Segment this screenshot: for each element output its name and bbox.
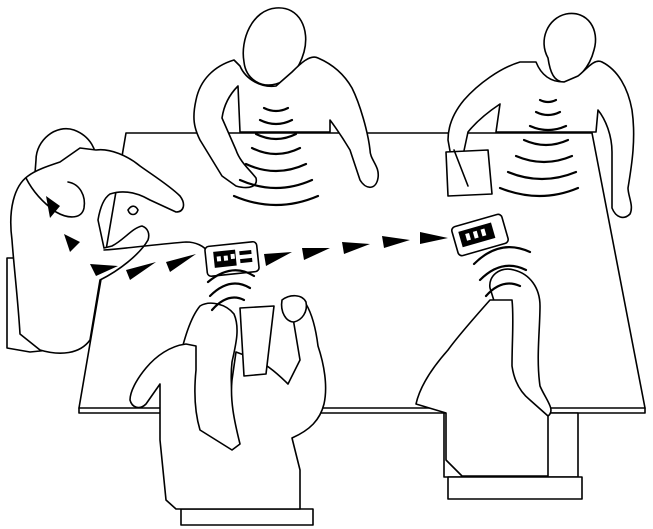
chair-left xyxy=(181,509,313,525)
